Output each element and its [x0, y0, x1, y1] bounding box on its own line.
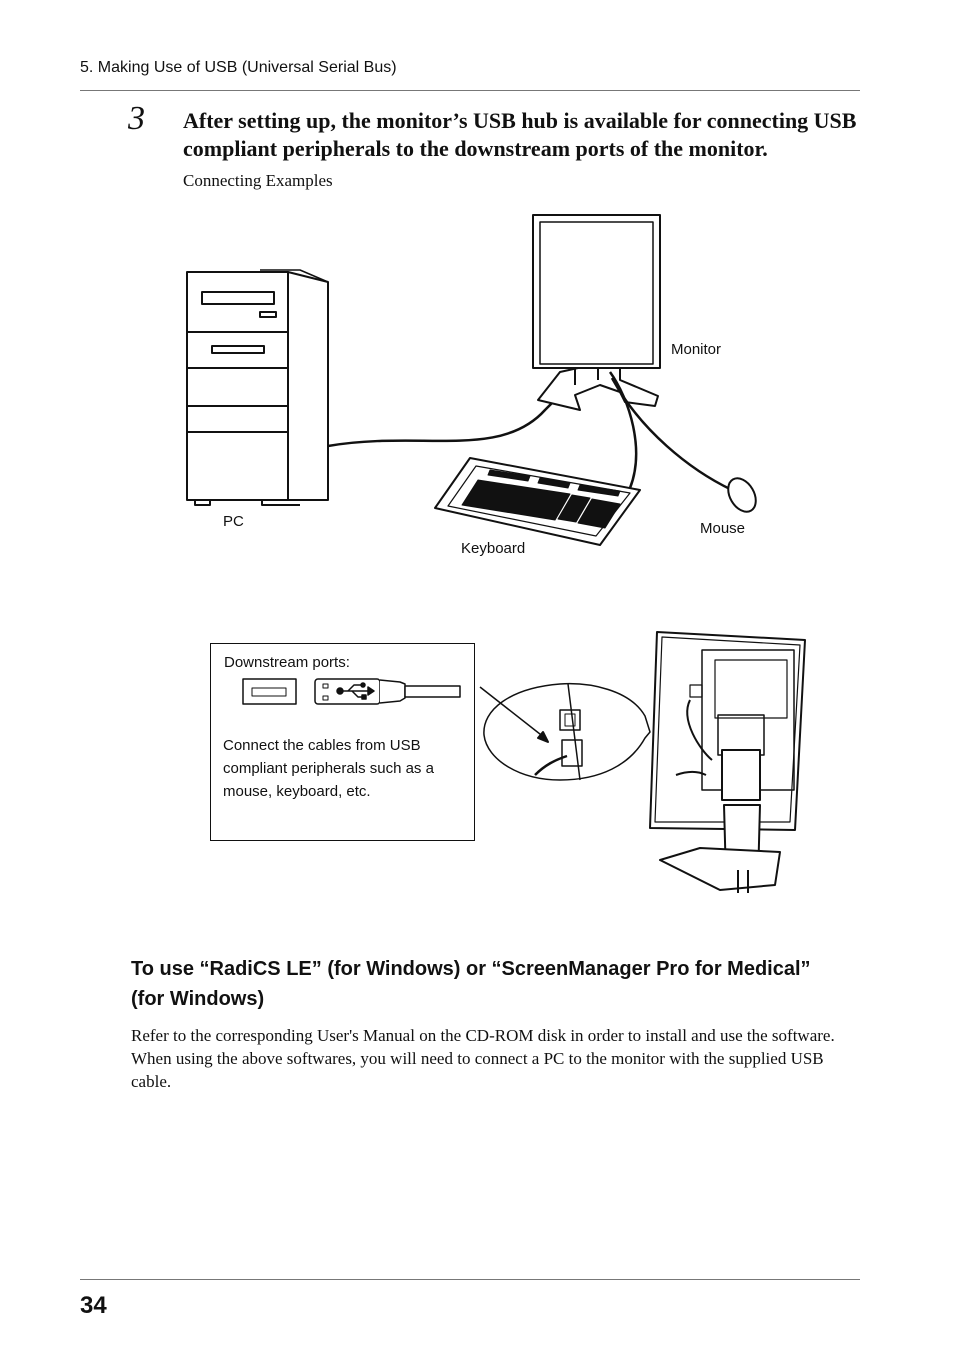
- pc-label: PC: [223, 513, 244, 530]
- footer-rule: [80, 1279, 860, 1280]
- step-text: After setting up, the monitor’s USB hub …: [183, 108, 857, 161]
- downstream-ports-label: Downstream ports:: [224, 654, 350, 671]
- examples-label: Connecting Examples: [183, 171, 333, 190]
- usb-port-icon: [242, 678, 297, 705]
- page-number: 34: [80, 1292, 107, 1319]
- keyboard-illustration: [434, 457, 641, 546]
- mouse-label: Mouse: [700, 520, 746, 537]
- monitor-rear-illustration: [649, 631, 806, 893]
- mouse-illustration: [727, 477, 757, 513]
- keyboard-label: Keyboard: [461, 540, 526, 557]
- note-text: Connect the cables from USB compliant pe…: [223, 737, 434, 800]
- usb-symbol-icon: [336, 682, 375, 700]
- monitor-label: Monitor: [671, 341, 722, 358]
- body-text: Refer to the corresponding User's Manual…: [131, 1026, 835, 1091]
- monitor-illustration: [532, 214, 661, 411]
- note-box: [210, 643, 475, 841]
- pc-tower-illustration: [186, 269, 329, 506]
- zoom-bubble: [483, 682, 651, 781]
- header-rule: [80, 90, 860, 91]
- running-head: 5. Making Use of USB (Universal Serial B…: [80, 59, 397, 76]
- step-number: 3: [128, 100, 145, 137]
- section-title: To use “RadiCS LE” (for Windows) or “Scr…: [131, 958, 811, 1010]
